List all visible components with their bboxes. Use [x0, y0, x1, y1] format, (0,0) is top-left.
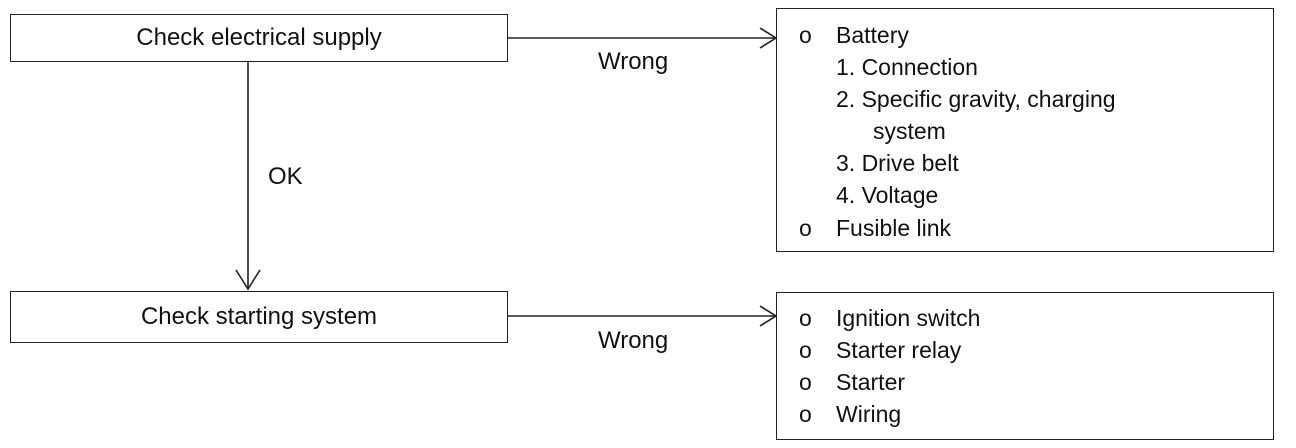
check-item-wiring: Wiring — [836, 401, 902, 427]
check-item-battery: Battery — [836, 22, 909, 48]
label-wrong: Wrong — [598, 48, 669, 75]
check-item-starter: Starter — [836, 369, 906, 395]
bullet: o — [799, 337, 812, 363]
battery-subitem: 1. Connection — [836, 54, 978, 80]
label-wrong: Wrong — [598, 327, 669, 354]
battery-subitem: 4. Voltage — [836, 182, 939, 208]
bullet: o — [799, 305, 812, 331]
bullet: o — [799, 369, 812, 395]
check-item-starter-relay: Starter relay — [836, 337, 962, 363]
arrowhead-ok — [235, 269, 261, 291]
step-label: Check electrical supply — [136, 24, 382, 51]
check-item-fusible-link: Fusible link — [836, 215, 952, 241]
battery-subitem: 2. Specific gravity, charging — [836, 86, 1116, 112]
step-label: Check starting system — [140, 303, 378, 330]
bullet: o — [799, 22, 812, 48]
battery-subitem-continuation: system — [873, 118, 946, 144]
battery-subitem: 3. Drive belt — [836, 150, 959, 176]
bullet: o — [799, 215, 812, 241]
label-ok: OK — [268, 163, 303, 190]
bullet: o — [799, 401, 812, 427]
starting-checks-panel: o Ignition switch o Starter relay o Star… — [776, 292, 1274, 440]
step-check-starting-system: Check starting system — [10, 291, 508, 343]
electrical-checks-panel: o Battery 1. Connection 2. Specific grav… — [776, 8, 1274, 252]
check-item-ignition-switch: Ignition switch — [836, 305, 981, 331]
step-check-electrical-supply: Check electrical supply — [10, 14, 508, 62]
